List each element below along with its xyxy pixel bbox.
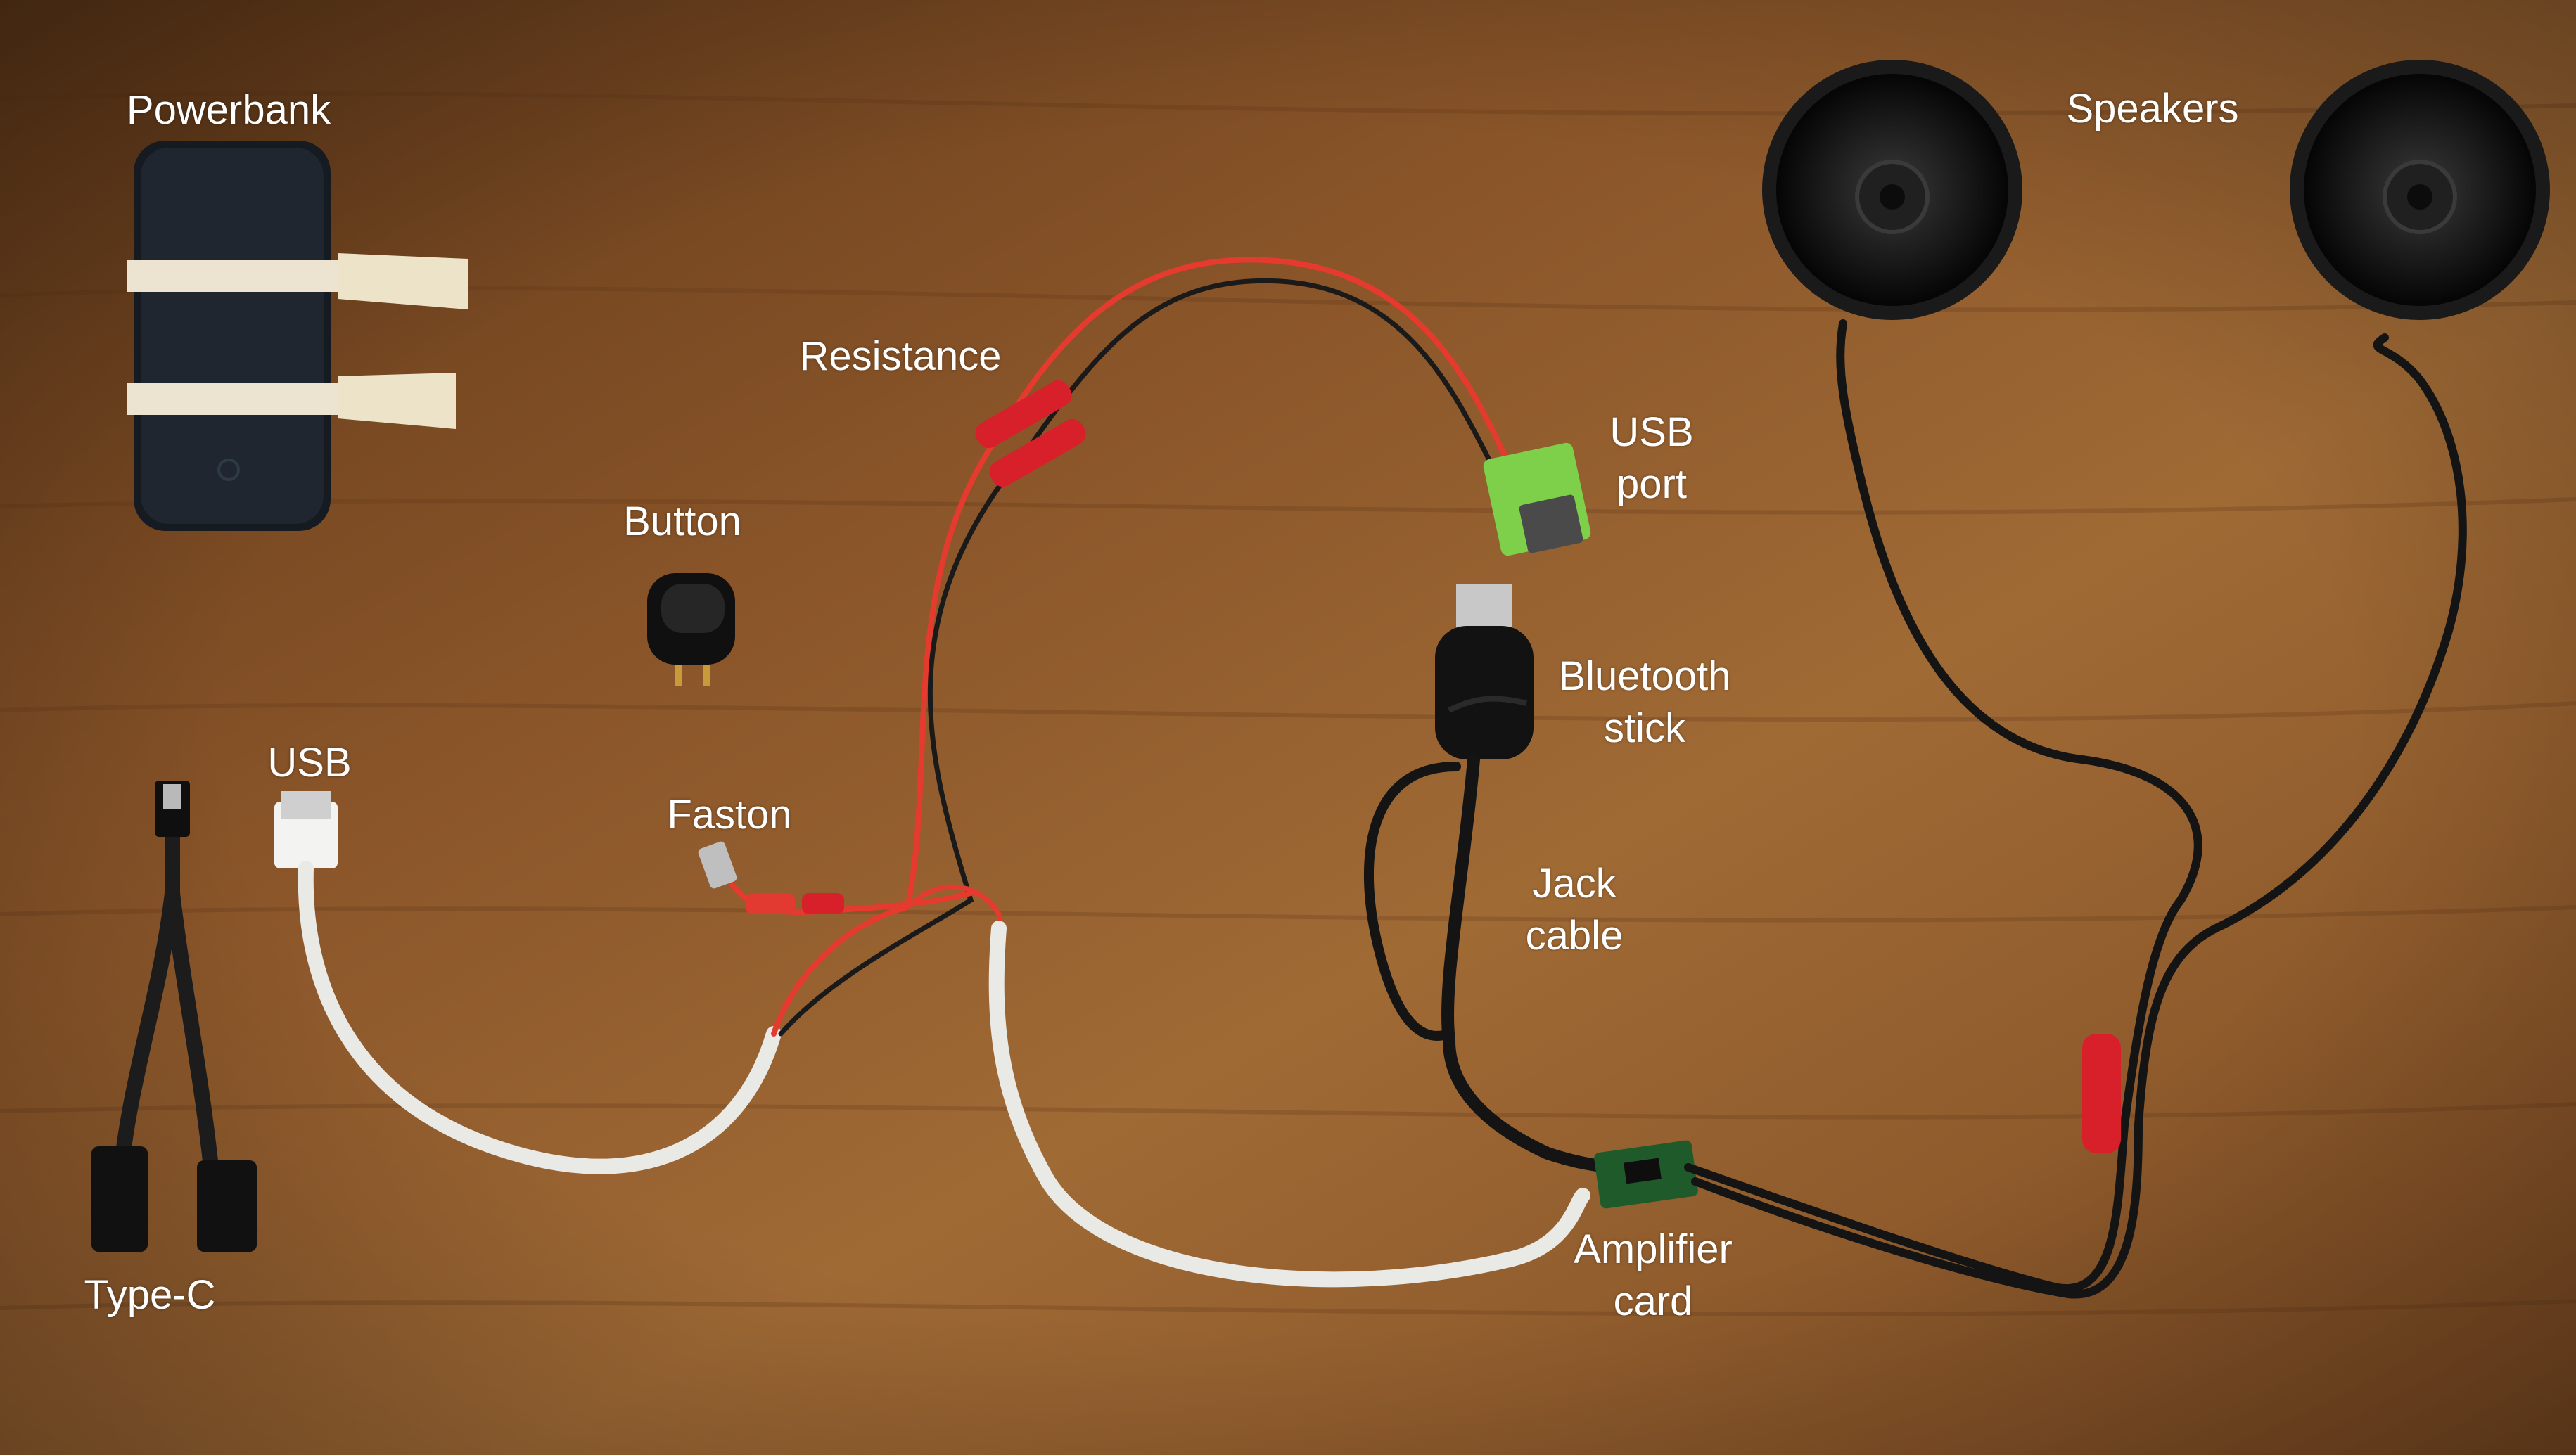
label-usb: USB	[267, 740, 352, 786]
usb-port	[1483, 442, 1591, 556]
powerbank	[127, 141, 468, 531]
jack-cable	[1363, 753, 1624, 1174]
bluetooth-stick	[1435, 584, 1534, 759]
label-amplifier-card: Amplifier card	[1574, 1226, 1733, 1325]
label-usb-port: USB port	[1609, 409, 1694, 508]
type-c-splitter	[91, 781, 257, 1252]
label-faston: Faston	[667, 792, 792, 838]
label-powerbank: Powerbank	[126, 87, 331, 133]
label-type-c: Type-C	[84, 1272, 216, 1318]
label-bluetooth-stick: Bluetooth stick	[1558, 653, 1731, 752]
label-button: Button	[623, 499, 741, 544]
rocker-button	[647, 573, 735, 686]
speaker-right	[2290, 60, 2550, 320]
amplifier-power-cable	[988, 921, 1590, 1288]
resistance	[975, 380, 1086, 487]
faston-terminals	[698, 841, 844, 914]
speaker-left	[1762, 60, 2022, 320]
speaker-wires	[1684, 319, 2467, 1299]
label-jack-cable: Jack cable	[1525, 861, 1624, 959]
usb-cable	[274, 791, 782, 1174]
label-resistance: Resistance	[799, 333, 1002, 379]
amplifier-card	[1594, 1140, 1698, 1209]
label-speakers: Speakers	[2066, 86, 2239, 132]
